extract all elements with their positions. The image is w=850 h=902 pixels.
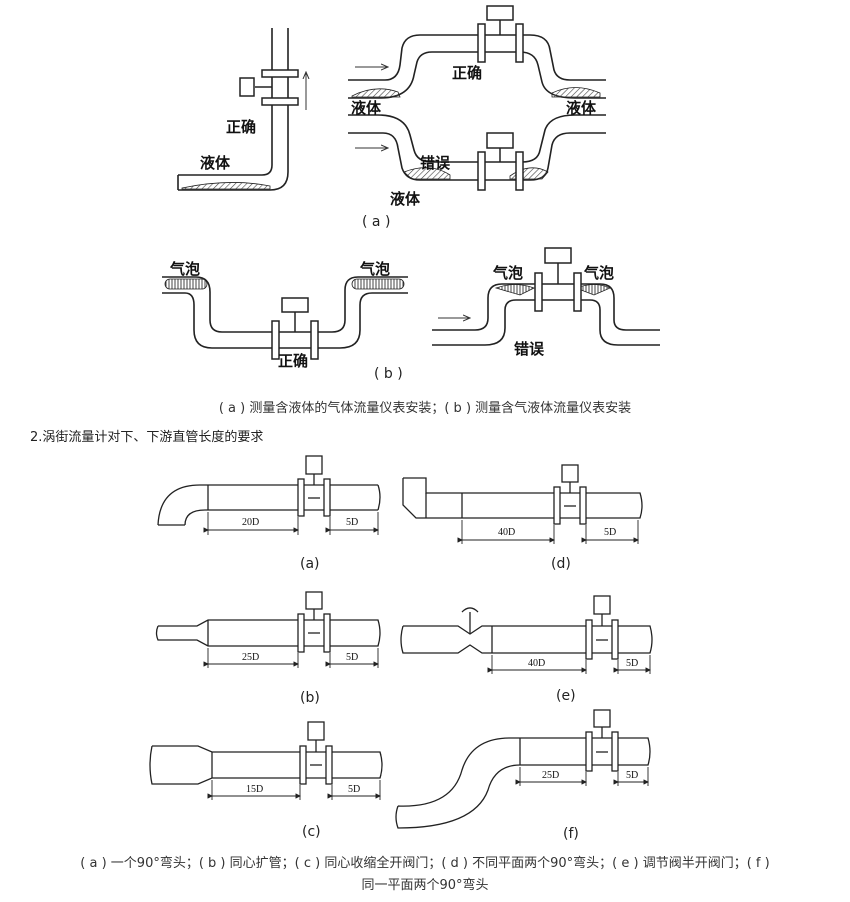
fig1a-liquid-bottom-label: 液体 bbox=[390, 190, 421, 208]
fig2b-downstream-length: 5D bbox=[346, 652, 359, 663]
fig1a-lower-loop bbox=[348, 114, 606, 181]
fig1a-left-liquid-label: 液体 bbox=[200, 154, 231, 172]
fig2a-meter bbox=[297, 455, 331, 517]
fig2b-meter bbox=[297, 591, 331, 653]
fig2b-upstream-length: 25D bbox=[242, 652, 260, 663]
fig1-label-b: ( b ) bbox=[374, 366, 403, 382]
fig1a-lower-meter bbox=[477, 132, 524, 191]
fig2c-upstream-length: 15D bbox=[246, 784, 264, 795]
fig1b-wrong-label: 错误 bbox=[514, 340, 545, 358]
fig1b-left-meter bbox=[271, 297, 319, 360]
fig2-label-d: (d) bbox=[551, 556, 571, 572]
fig2f-upstream-length: 25D bbox=[542, 770, 560, 781]
fig2e-pipe bbox=[400, 607, 653, 654]
fig2-label-c: (c) bbox=[302, 824, 321, 840]
fig1a-upper-loop bbox=[348, 34, 606, 99]
fig1b-right-pipe bbox=[432, 283, 660, 346]
figure1-caption: ( a ) 测量含液体的气体流量仪表安装；( b ) 测量含气液体流量仪表安装 bbox=[218, 401, 632, 416]
fig1a-left-pipe bbox=[177, 28, 289, 191]
fig2-label-f: (f) bbox=[563, 826, 579, 842]
fig2e-meter bbox=[585, 595, 619, 660]
fig1a-left-correct-label: 正确 bbox=[226, 118, 257, 136]
fig2c-downstream-length: 5D bbox=[348, 784, 361, 795]
fig1b-bubble-left2-label: 气泡 bbox=[493, 264, 524, 282]
fig2-label-b: (b) bbox=[300, 690, 320, 706]
fig1b-correct-label: 正确 bbox=[278, 352, 309, 370]
fig1b-bubble-right2-label: 气泡 bbox=[584, 264, 615, 282]
fig2d-pipe bbox=[402, 477, 643, 519]
section-heading: 2.涡街流量计对下、下游直管长度的要求 bbox=[30, 430, 264, 445]
fig1a-upper-meter bbox=[477, 5, 524, 63]
fig2f-pipe bbox=[395, 737, 651, 829]
fig1a-liquid-right-label: 液体 bbox=[566, 99, 597, 117]
fig2a-pipe bbox=[157, 484, 381, 526]
fig2a-downstream-length: 5D bbox=[346, 517, 359, 528]
fig1b-bubble-right-label: 气泡 bbox=[360, 260, 391, 278]
fig1a-upper-correct-label: 正确 bbox=[452, 64, 483, 82]
fig2f-downstream-length: 5D bbox=[626, 770, 639, 781]
fig2b-pipe bbox=[155, 619, 381, 647]
fig2e-upstream-length: 40D bbox=[528, 658, 546, 669]
fig2-label-a: (a) bbox=[300, 556, 320, 572]
fig2-label-e: (e) bbox=[556, 688, 576, 704]
fig1a-liquid-left-label: 液体 bbox=[351, 99, 382, 117]
fig2c-meter bbox=[299, 721, 333, 785]
figure2-caption-line1: ( a ) 一个90°弯头；( b ) 同心扩管；( c ) 同心收缩全开阀门；… bbox=[80, 856, 770, 871]
fig2c-pipe bbox=[149, 745, 383, 785]
fig1a-wrong-label: 错误 bbox=[420, 154, 451, 172]
fig1b-right-meter bbox=[534, 247, 582, 312]
fig2f-meter bbox=[585, 709, 619, 772]
fig1a-left-meter bbox=[239, 69, 299, 106]
fig1-label-a: ( a ) bbox=[362, 214, 391, 230]
dimension-lines bbox=[203, 512, 651, 800]
figure2-caption-line2: 同一平面两个90°弯头 bbox=[361, 878, 489, 893]
fig2d-downstream-length: 5D bbox=[604, 527, 617, 538]
fig2a-upstream-length: 20D bbox=[242, 517, 260, 528]
fig1b-bubble-left-label: 气泡 bbox=[170, 260, 201, 278]
fig2d-upstream-length: 40D bbox=[498, 527, 516, 538]
fig2e-downstream-length: 5D bbox=[626, 658, 639, 669]
fig2d-meter bbox=[553, 464, 587, 525]
